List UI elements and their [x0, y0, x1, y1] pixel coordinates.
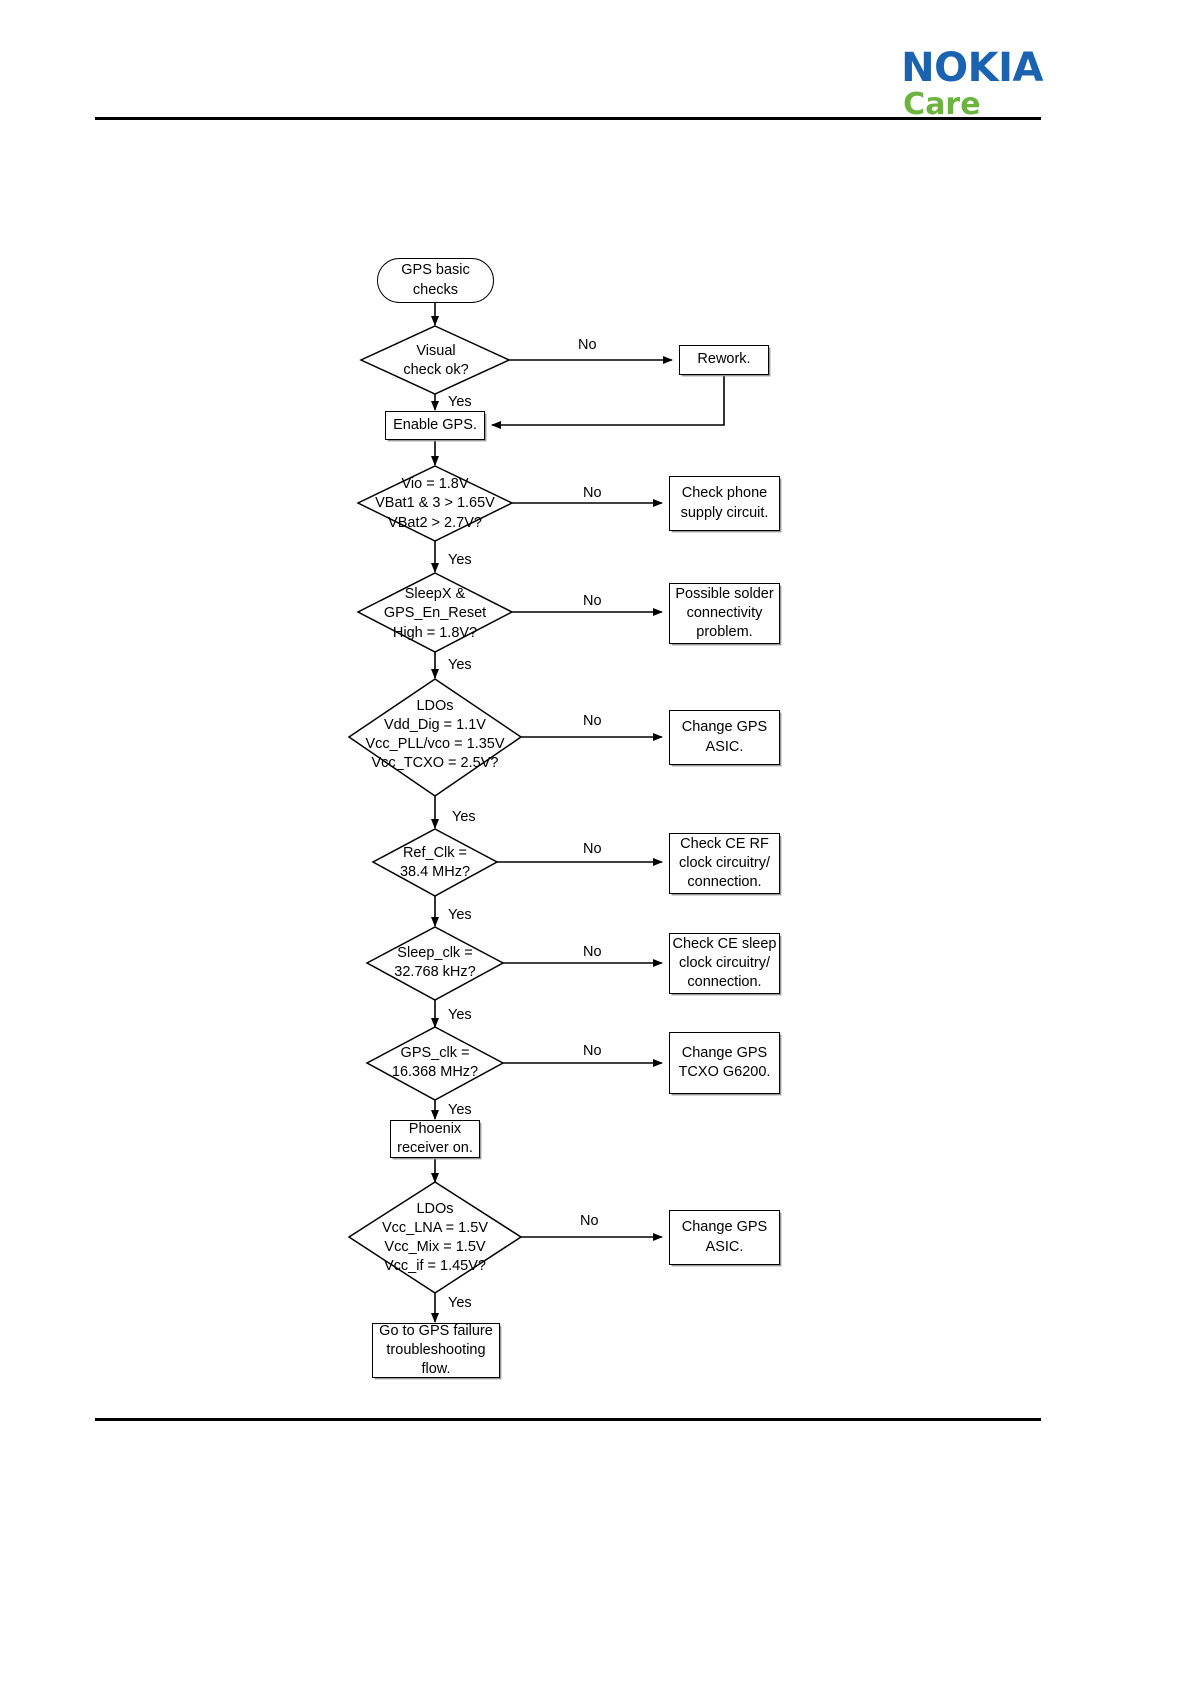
node-change-gps-asic-1: Change GPS ASIC.: [669, 710, 780, 765]
node-label: Change GPS TCXO G6200.: [678, 1044, 771, 1080]
edge-label-no-sleepx: No: [583, 593, 602, 609]
page-header: NOKIA Care: [0, 0, 1191, 130]
node-label: Phoenix receiver on.: [397, 1120, 473, 1156]
node-rework: Rework.: [679, 345, 769, 375]
node-possible-solder-problem: Possible solder connectivity problem.: [669, 583, 780, 644]
node-label: Change GPS ASIC.: [681, 1219, 768, 1255]
edge-label-yes-ldos1: Yes: [452, 809, 476, 825]
node-label: Check CE RF clock circuitry/ connection.: [678, 835, 771, 891]
node-check-ce-rf-clock: Check CE RF clock circuitry/ connection.: [669, 833, 780, 894]
edge-label-yes-refclk: Yes: [448, 907, 472, 923]
edge-label-yes-ldos2: Yes: [448, 1295, 472, 1311]
node-go-to-gps-failure-flow: Go to GPS failure troubleshooting flow.: [372, 1323, 500, 1378]
nokia-care-logo: NOKIA Care: [901, 48, 1043, 120]
node-label: Change GPS ASIC.: [681, 719, 768, 755]
node-label: Enable GPS.: [393, 416, 477, 433]
edge-label-no-ldos1: No: [583, 713, 602, 729]
header-divider: [95, 117, 1041, 120]
node-label: Check CE sleep clock circuitry/ connecti…: [672, 935, 777, 991]
edge-label-yes-gpsclk: Yes: [448, 1102, 472, 1118]
node-label: Possible solder connectivity problem.: [675, 585, 774, 641]
footer-divider: [95, 1418, 1041, 1421]
edge-label-no-refclk: No: [583, 841, 602, 857]
node-change-gps-tcxo: Change GPS TCXO G6200.: [669, 1032, 780, 1094]
node-label: Rework.: [697, 351, 751, 368]
edge-label-yes-supply: Yes: [448, 552, 472, 568]
node-phoenix-receiver-on: Phoenix receiver on.: [390, 1120, 480, 1158]
edge-label-no-gpsclk: No: [583, 1043, 602, 1059]
edge-label-no-sleepclk: No: [583, 944, 602, 960]
node-enable-gps: Enable GPS.: [385, 411, 485, 440]
node-change-gps-asic-2: Change GPS ASIC.: [669, 1210, 780, 1265]
edge-label-no-supply: No: [583, 485, 602, 501]
node-label: GPS basic checks: [401, 262, 470, 298]
node-check-phone-supply-circuit: Check phone supply circuit.: [669, 476, 780, 531]
edge-label-yes-sleepclk: Yes: [448, 1007, 472, 1023]
edge-label-yes-sleepx: Yes: [448, 657, 472, 673]
care-wordmark: Care: [903, 87, 981, 122]
nokia-wordmark: NOKIA: [901, 45, 1043, 91]
node-gps-basic-checks: GPS basic checks: [377, 258, 494, 303]
node-label: Check phone supply circuit.: [680, 485, 769, 521]
edge-label-no-visual: No: [578, 337, 597, 353]
edge-label-no-ldos2: No: [580, 1213, 599, 1229]
node-label: Go to GPS failure troubleshooting flow.: [379, 1322, 493, 1378]
node-check-ce-sleep-clock: Check CE sleep clock circuitry/ connecti…: [669, 933, 780, 994]
edge-label-yes-visual: Yes: [448, 394, 472, 410]
